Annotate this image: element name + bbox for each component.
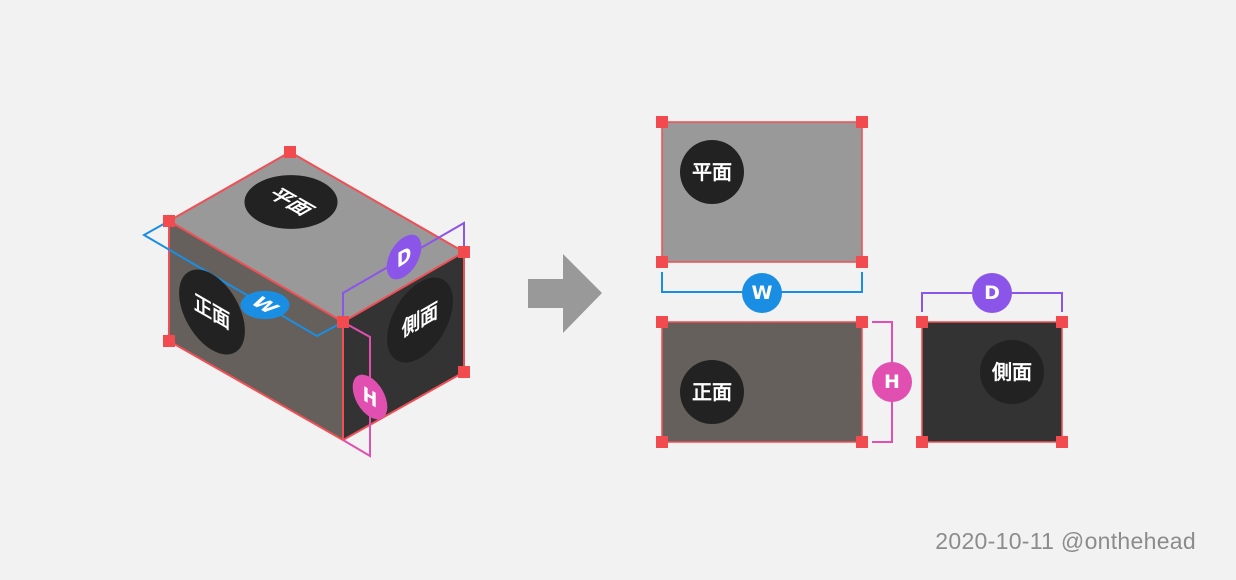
front-view-label: 正面 xyxy=(692,380,732,404)
side-view-handle xyxy=(1056,316,1068,328)
iso-top-label: 平面 xyxy=(244,175,338,229)
iso-side-label: 側面 xyxy=(387,277,453,363)
side-view-handle xyxy=(1056,436,1068,448)
depth-badge-label: D xyxy=(984,282,1000,304)
iso-handle xyxy=(337,316,349,328)
side-view-label: 側面 xyxy=(991,360,1032,384)
iso-height-badge-text: H xyxy=(363,381,377,413)
depth-dimension: D xyxy=(921,273,1063,313)
iso-handle xyxy=(458,366,470,378)
iso-depth-badge-text: D xyxy=(397,241,411,273)
iso-corner-handles xyxy=(163,146,470,378)
footer-credit: 2020-10-11 @onthehead xyxy=(935,528,1196,554)
top-view-handle xyxy=(656,116,668,128)
width-dimension: W xyxy=(661,272,863,313)
height-badge-label: H xyxy=(884,371,900,393)
iso-height-badge: H xyxy=(352,374,388,420)
iso-handle xyxy=(284,146,296,158)
front-view: 正面 xyxy=(656,316,868,448)
side-view-handle xyxy=(916,316,928,328)
top-view-handle xyxy=(656,256,668,268)
front-view-handle xyxy=(656,316,668,328)
top-view-handle xyxy=(856,116,868,128)
depth-badge xyxy=(972,273,1012,313)
side-view-handle xyxy=(916,436,928,448)
top-view-label-disc xyxy=(680,140,744,204)
width-badge-label: W xyxy=(752,282,773,304)
front-view-handle xyxy=(656,436,668,448)
front-view-handle xyxy=(856,436,868,448)
transform-arrow-icon xyxy=(528,254,602,333)
iso-top-face xyxy=(169,152,464,322)
iso-handle xyxy=(163,215,175,227)
iso-depth-badge: D xyxy=(386,234,422,280)
iso-width-guide xyxy=(141,220,344,338)
height-dimension: H xyxy=(872,321,912,443)
front-view-handle xyxy=(856,316,868,328)
iso-handle xyxy=(458,246,470,258)
iso-handle xyxy=(163,335,175,347)
iso-width-badge: W xyxy=(240,290,290,320)
iso-front-label: 正面 xyxy=(179,269,245,355)
top-view-label: 平面 xyxy=(692,160,732,184)
side-view: 側面 xyxy=(916,316,1068,448)
front-view-label-disc xyxy=(680,360,744,424)
height-badge xyxy=(872,362,912,402)
top-view: 平面 xyxy=(656,116,868,268)
top-view-handle xyxy=(856,256,868,268)
isometric-box: 平面 正面 側面 W D H xyxy=(141,146,470,458)
width-badge xyxy=(742,273,782,313)
side-view-label-disc xyxy=(980,340,1044,404)
